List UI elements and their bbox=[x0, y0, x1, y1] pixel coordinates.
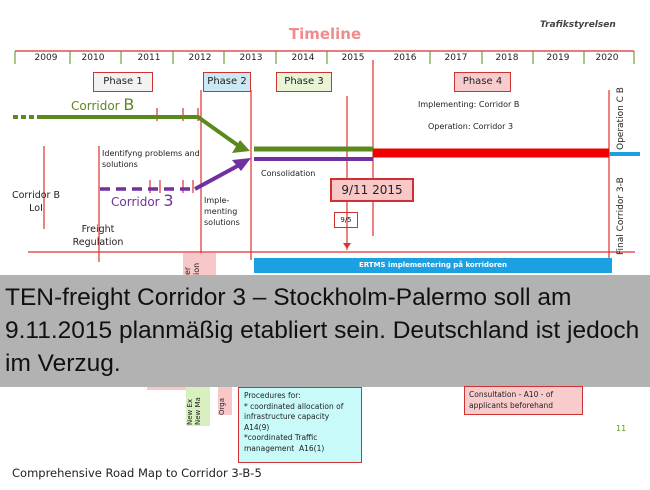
corridor-3-arrowhead bbox=[232, 158, 251, 171]
phase-3: Phase 3 bbox=[276, 72, 332, 92]
arrow-down-head bbox=[343, 243, 351, 249]
phase-4: Phase 4 bbox=[454, 72, 511, 92]
ertms-bar: ERTMS implementering på korridoren bbox=[254, 258, 612, 273]
new-ex-box: New Ex New Ma bbox=[186, 387, 210, 426]
year-label: 2009 bbox=[34, 53, 58, 63]
implementing-corridor-b: Implementing: Corridor B bbox=[418, 100, 520, 109]
identifying-label: Identifyng problems and solutions bbox=[102, 149, 200, 169]
page-number: 11 bbox=[616, 424, 627, 433]
year-label: 2015 bbox=[341, 53, 365, 63]
year-label: 2017 bbox=[444, 53, 468, 63]
milestone-lines bbox=[28, 60, 635, 262]
operation-corridor-3: Operation: Corridor 3 bbox=[428, 122, 514, 131]
overlay-caption: TEN-freight Corridor 3 – Stockholm-Paler… bbox=[0, 275, 650, 387]
partial-box: er ion bbox=[183, 253, 216, 275]
consultation-box: Consultation - A10 - of applicants befor… bbox=[464, 386, 583, 415]
year-label: 2014 bbox=[291, 53, 315, 63]
timeline-title: Timeline bbox=[288, 25, 362, 43]
year-label: 2020 bbox=[595, 53, 619, 63]
year-label: 2016 bbox=[393, 53, 417, 63]
trafikstyrelsen-logo: Trafikstyrelsen bbox=[540, 20, 616, 30]
year-label: 2012 bbox=[188, 53, 212, 63]
footer-title: Comprehensive Road Map to Corridor 3-B-5 bbox=[12, 466, 262, 480]
freight-regulation: Freight Regulation bbox=[72, 224, 124, 248]
year-ticks bbox=[14, 51, 635, 64]
year-label: 2011 bbox=[137, 53, 161, 63]
corridor-b-loi: Corridor B LoI bbox=[11, 190, 60, 214]
corridor-b-label: Corridor B bbox=[71, 95, 135, 114]
corridor-b-line bbox=[42, 115, 245, 151]
operation-cb-label: Operation C B bbox=[616, 87, 626, 150]
corridor-b-arrowhead bbox=[232, 140, 250, 153]
final-corridor-label: Final Corridor 3-B bbox=[616, 177, 626, 255]
date-milestone: 9/11 2015 bbox=[330, 178, 414, 202]
year-label: 2010 bbox=[81, 53, 105, 63]
implementing-label: Imple- menting solutions bbox=[204, 196, 240, 227]
year-label: 2013 bbox=[239, 53, 263, 63]
corridor-3-line bbox=[194, 161, 244, 191]
corridor-3-label: Corridor 3 bbox=[111, 191, 174, 210]
procedures-box: Procedures for: * coordinated allocation… bbox=[238, 387, 362, 463]
date-small: 9/5 bbox=[334, 212, 358, 228]
orga-box: Orga bbox=[218, 387, 232, 415]
partial-box-bottom bbox=[147, 387, 209, 390]
phase-2: Phase 2 bbox=[203, 72, 251, 92]
year-label: 2018 bbox=[495, 53, 519, 63]
consolidation-label: Consolidation bbox=[261, 169, 316, 178]
phase-1: Phase 1 bbox=[93, 72, 153, 92]
year-label: 2019 bbox=[546, 53, 570, 63]
